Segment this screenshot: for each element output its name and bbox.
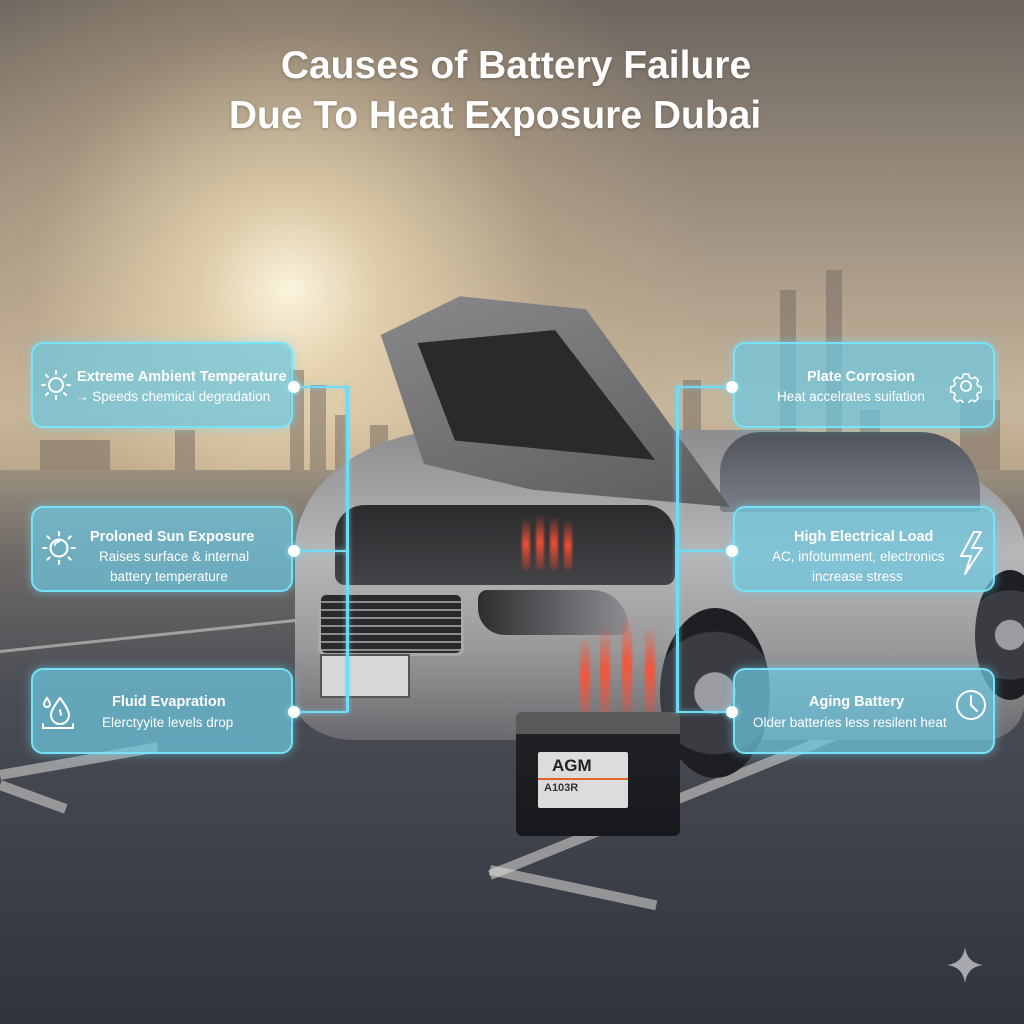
battery-brand: AGM: [552, 756, 592, 775]
card-title: Fluid Evapration: [112, 694, 226, 710]
card-title: Proloned Sun Exposure: [90, 529, 255, 545]
left-connector-bottom: [294, 711, 348, 713]
left-connector-top: [294, 386, 348, 388]
right-connector-mid: [676, 550, 732, 552]
connector-node: [288, 381, 300, 393]
card-extreme-ambient-temperature: Extreme Ambient Temperature → Speeds che…: [31, 342, 293, 428]
card-fluid-evaporation: Fluid Evapration Elerctyyite levels drop: [31, 668, 293, 754]
card-title: Plate Corrosion: [807, 369, 915, 385]
card-title: High Electrical Load: [794, 529, 934, 545]
card-prolonged-sun-exposure: Proloned Sun Exposure Raises surface & i…: [31, 506, 293, 592]
license-plate: [320, 654, 410, 698]
sun-icon: [41, 370, 71, 400]
card-aging-battery: Aging Battery Older batteries less resil…: [733, 668, 995, 754]
card-description-line-1: Raises surface & internal: [99, 549, 250, 564]
title-line-1: Causes of Battery Failure: [280, 44, 752, 87]
card-description-line-2: increase stress: [812, 569, 903, 584]
card-description-line-1: AC, infotumment, electronics: [772, 549, 945, 564]
water-drop-icon: [42, 696, 74, 729]
clock-icon: [956, 690, 986, 720]
card-plate-corrosion: Plate Corrosion Heat accelrates suifatio…: [733, 342, 995, 428]
right-connector-top: [676, 386, 732, 388]
connector-node: [726, 706, 738, 718]
car-grille: [318, 592, 464, 656]
card-high-electrical-load: High Electrical Load AC, infotumment, el…: [733, 506, 995, 592]
battery-label: AGM A103R: [538, 752, 628, 808]
lightning-icon: [960, 531, 983, 575]
battery-model: A103R: [544, 782, 579, 794]
sun-icon: [42, 531, 76, 565]
connector-node: [726, 381, 738, 393]
left-connector-vertical: [346, 386, 349, 712]
right-connector-vertical: [676, 386, 679, 712]
card-title: Aging Battery: [809, 694, 905, 710]
connector-node: [288, 706, 300, 718]
engine-bay: [335, 505, 675, 585]
title-line-2: Due To Heat Exposure Dubai: [228, 94, 762, 137]
agm-battery: AGM A103R: [516, 712, 680, 836]
card-title: Extreme Ambient Temperature: [77, 369, 287, 385]
card-description: Older batteries less resilent heat: [753, 715, 947, 730]
sparkle-icon: [947, 947, 983, 983]
gear-icon: [949, 373, 983, 403]
battery-top: [516, 712, 680, 734]
card-description: → Speeds chemical degradation: [75, 389, 271, 404]
card-description-line-2: battery temperature: [110, 569, 228, 584]
connector-node: [288, 545, 300, 557]
left-connector-mid: [294, 550, 348, 552]
card-description: Elerctyyite levels drop: [102, 715, 234, 730]
right-connector-bottom: [676, 711, 732, 713]
card-description: Heat accelrates suifation: [777, 389, 925, 404]
connector-node: [726, 545, 738, 557]
car-window: [720, 432, 980, 512]
